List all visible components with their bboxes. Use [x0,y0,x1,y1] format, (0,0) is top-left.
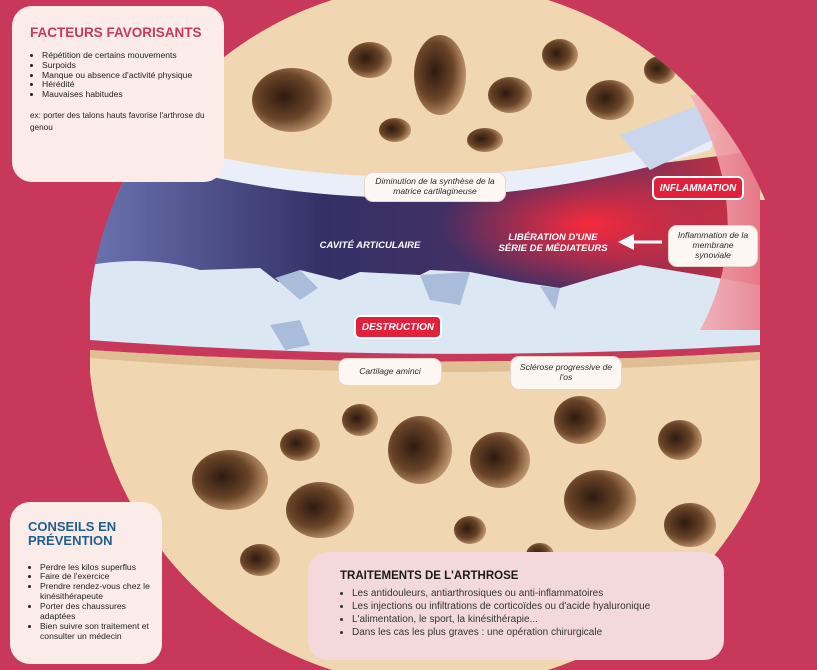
synthesis-label: Diminution de la synthèse de la matrice … [364,172,506,202]
sclerosis-label: Sclérose progressive de l'os [510,356,622,390]
list-item: Manque ou absence d'activité physique [42,70,212,81]
prevention-title: CONSEILS EN PRÉVENTION [28,519,117,549]
cavity-label: CAVITÉ ARTICULAIRE [319,240,421,251]
prevention-panel: CONSEILS EN PRÉVENTION Perdre les kilos … [10,502,162,664]
list-item: Faire de l'exercice [40,572,154,582]
treatments-title: TRAITEMENTS DE L'ARTHROSE [340,570,519,582]
list-item: Les antidouleurs, antiarthrosiques ou an… [352,587,714,600]
list-item: Prendre rendez-vous chez le kinésithérap… [40,581,154,602]
risk-factors-note: ex: porter des talons hauts favorise l'a… [30,111,205,132]
list-item: Bien suivre son traitement et consulter … [40,621,154,642]
list-item: Hérédité [42,80,212,90]
list-item: Mauvaises habitudes [42,89,212,100]
list-item: Les injections ou infiltrations de corti… [352,600,714,613]
list-item: Porter des chaussures adaptées [40,601,154,622]
mediators-arrow [618,234,662,250]
list-item: Répétition de certains mouvements [42,50,212,61]
synovial-membrane-label: Inflammation de la membrane synoviale [668,225,758,267]
prevention-list: Perdre les kilos superflus Faire de l'ex… [28,562,154,642]
upper-cartilage [170,130,720,198]
list-item: Surpoids [42,60,212,71]
inflammation-tag: INFLAMMATION [652,176,744,200]
cartilage-label: Cartilage aminci [338,358,442,386]
destruction-tag: DESTRUCTION [354,315,442,339]
list-item: Dans les cas les plus graves : une opéra… [352,626,714,639]
mediators-label: LIBÉRATION D'UNE SÉRIE DE MÉDIATEURS [498,232,608,255]
upper-bone-pores [252,35,676,152]
list-item: L'alimentation, le sport, la kinésithéra… [352,613,714,626]
lower-bone-pores [192,396,716,576]
list-item: Perdre les kilos superflus [40,562,154,573]
treatments-list: Les antidouleurs, antiarthrosiques ou an… [340,587,714,639]
treatments-panel: TRAITEMENTS DE L'ARTHROSE Les antidouleu… [308,552,724,660]
risk-factors-title: FACTEURS FAVORISANTS [30,25,202,40]
risk-factors-panel: FACTEURS FAVORISANTS Répétition de certa… [12,6,224,182]
risk-factors-list: Répétition de certains mouvements Surpoi… [30,50,212,100]
lower-cartilage [90,261,760,354]
